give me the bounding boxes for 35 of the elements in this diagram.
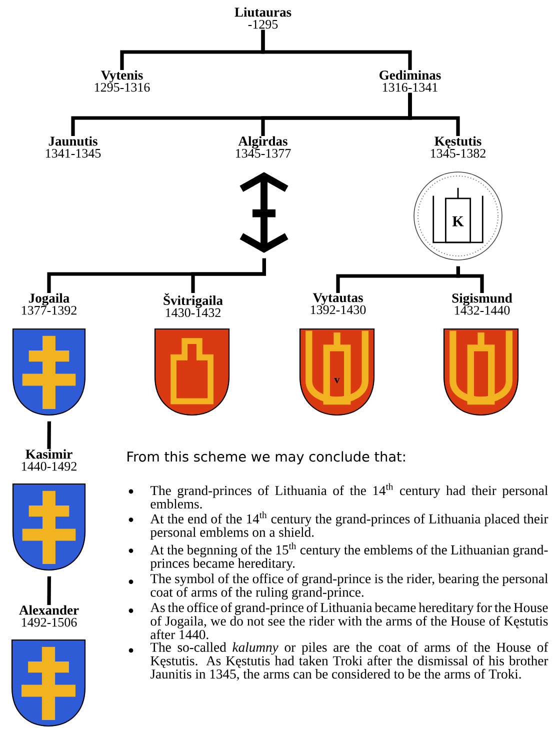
shield-drawing — [12, 328, 86, 416]
note-text: The symbol of the office of grand-prince is the rider, bearing the personal coat of arms of the ruling grand-prince. — [150, 574, 548, 600]
connector — [191, 258, 266, 293]
person-label: Jaunutis 1341-1345 — [46, 136, 101, 158]
shield-drawing — [11, 639, 86, 727]
person-label: Vytautas 1392-1430 — [310, 293, 366, 314]
seal-drawing — [414, 172, 502, 260]
note-text: The grand-princes of Lithuania of the 14$^{th}$ century had their personal emblems. — [150, 483, 548, 509]
person-label: Alexander 1492-1506 — [19, 605, 79, 627]
note-text: At the end of the 14$^{th}$ century the grand-princes of Lithuania placed their personal emblems on a shield. — [150, 512, 548, 540]
connector — [408, 92, 460, 136]
connector — [261, 30, 412, 70]
heraldic-sign-drawing — [240, 172, 288, 253]
person-label: Algirdas 1345-1377 — [236, 136, 291, 158]
note-text: The so-called kalumny or piles are the coat of arms of the House of Kęstutis. As Kęstutis had taken Troki after the dismissal of his brother Jaunitis in 1345, the arms can be considered to be the arms of Troki. — [150, 642, 548, 681]
connector — [47, 576, 51, 606]
person-label: Vytenis 1295-1316 — [94, 70, 150, 92]
note-text: At the begnning of the 15$^{th}$ century the emblems of the Lithuanian grand-princes became hereditary. — [150, 542, 548, 571]
connector — [47, 421, 51, 450]
person-label: Gediminas 1316-1341 — [380, 70, 441, 92]
person-label: Kęstutis 1345-1382 — [430, 136, 486, 158]
person-label: Sigismund 1432-1440 — [452, 293, 512, 315]
letter: K — [452, 216, 464, 226]
letter: v — [334, 378, 340, 384]
person-label: Liutauras -1295 — [234, 7, 292, 29]
note-text: As the office of grand-prince of Lithuania became hereditary for the House of Jogaila, we do not see the rider with the arms of the House of Kęstutis after 1440. — [150, 602, 548, 640]
shield-drawing — [299, 328, 375, 416]
person-label: Švitrigaila 1430-1432 — [164, 293, 223, 318]
connector — [456, 266, 484, 293]
person-label: Jogaila 1377-1392 — [22, 293, 76, 315]
shield-drawing — [12, 483, 86, 571]
person-label: Kasimir 1440-1492 — [22, 449, 76, 471]
shield-drawing — [154, 328, 230, 416]
shield-drawing — [443, 328, 519, 416]
heading: From this scheme we may conclude that: — [128, 451, 405, 464]
